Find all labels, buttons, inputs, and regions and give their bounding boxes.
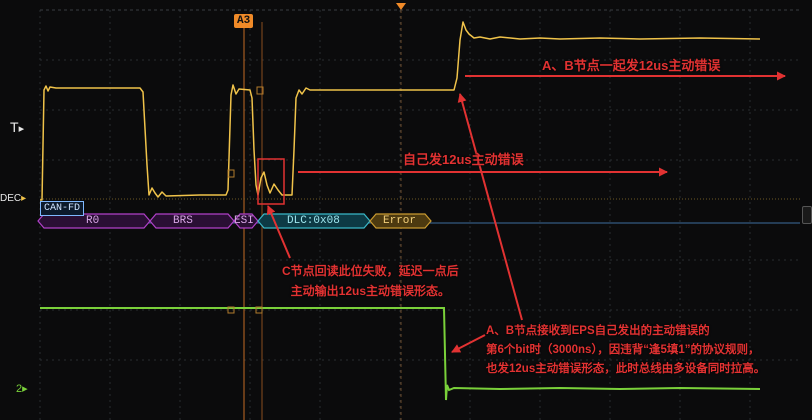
cursor-label-a3[interactable]: A3 (234, 14, 254, 28)
annotation-ab-receive-line2: 第6个bit时（3000ns），因违背“逢5填1”的协议规则， (486, 344, 760, 356)
arrow-ab-receive-left (451, 334, 486, 353)
arrow-ab-receive-up (457, 93, 523, 321)
annotation-ab-receive-line1: A、B节点接收到EPS自己发出的主动错误的 (486, 325, 710, 337)
bus-label-error: Error (383, 215, 417, 227)
bus-segment-error[interactable] (369, 213, 432, 229)
bus-label-r0: R0 (86, 215, 100, 227)
bus-label-brs: BRS (173, 215, 193, 227)
dec-marker-label: DEC (0, 193, 22, 204)
bus-label-dlc: DLC:0x08 (287, 215, 340, 227)
ch2-marker-label: 2 (16, 383, 23, 395)
arrow-c-node (266, 205, 291, 259)
ch1-waveform (40, 21, 761, 201)
annotation-ab-receive-line3: 也发12us主动错误形态，此时总线由多设备同时拉高。 (486, 363, 766, 375)
trigger-marker-label: T (10, 119, 19, 135)
ch1-cursor-marker-a (227, 169, 235, 178)
ch2-cursor-marker-b (255, 306, 263, 314)
bus-label-esi: ESI (234, 215, 254, 227)
annotation-c-node-line1: C节点回读此位失败，延迟一点后 (282, 264, 459, 278)
ch2-waveform (40, 307, 761, 401)
annotation-c-node: C节点回读此位失败，延迟一点后 主动输出12us主动错误形态。 (282, 262, 459, 299)
highlight-box-c-node (257, 158, 285, 205)
right-scroll-handle[interactable] (802, 206, 812, 224)
arrow-right-icon: ▸ (22, 383, 28, 395)
annotation-c-node-line2: 主动输出12us主动错误形态。 (290, 284, 451, 298)
dec-channel-marker[interactable]: DEC▸ (0, 193, 26, 204)
trigger-position-marker[interactable] (396, 3, 406, 10)
arrow-right-icon: ▸ (18, 123, 25, 135)
ch2-channel-marker[interactable]: 2▸ (16, 382, 28, 395)
ch1-cursor-marker-b (256, 86, 264, 95)
annotation-self-error: 自己发12us主动错误 (403, 152, 524, 167)
trigger-level-marker[interactable]: T▸ (10, 119, 24, 135)
arrow-right-icon: ▸ (21, 193, 27, 204)
annotation-ab-receive: A、B节点接收到EPS自己发出的主动错误的 第6个bit时（3000ns），因违… (486, 322, 765, 376)
protocol-label: CAN-FD (40, 201, 85, 216)
ch2-cursor-marker-a (227, 306, 235, 314)
annotation-ab-error: A、B节点一起发12us主动错误 (542, 58, 721, 73)
